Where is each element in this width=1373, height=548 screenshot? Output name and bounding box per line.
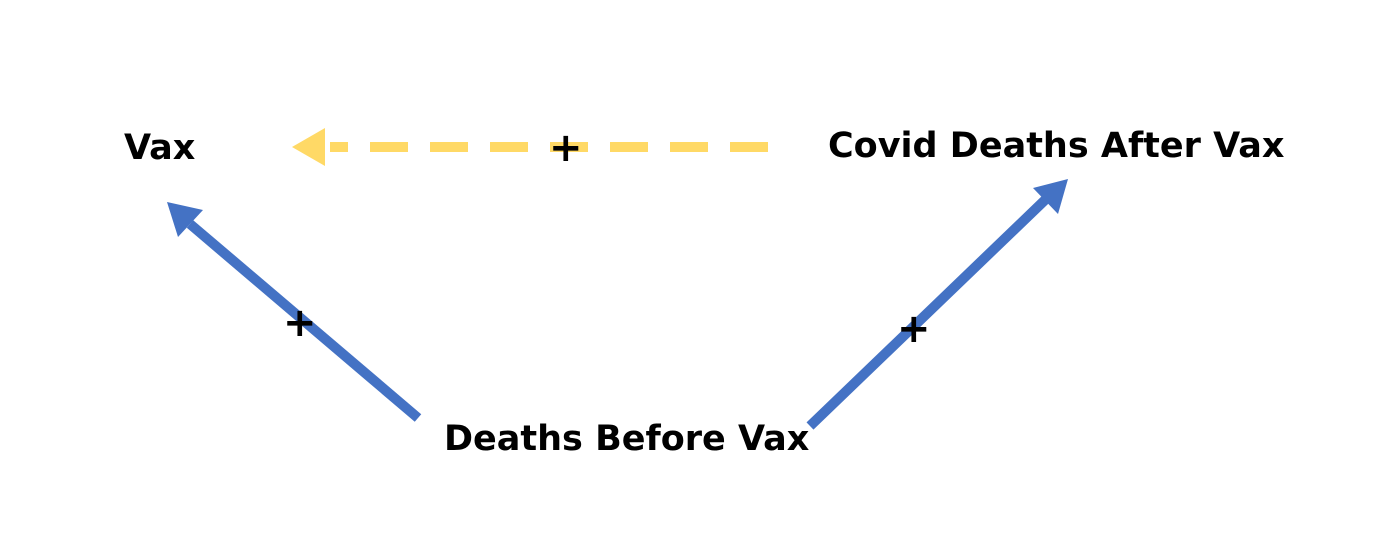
arrow-before-to-covid-head [1033, 179, 1068, 214]
arrow-before-to-vax [167, 202, 422, 422]
edge-sign-before-to-covid: + [897, 306, 931, 352]
arrow-covid-to-vax [292, 128, 768, 166]
arrow-before-to-vax-head [167, 202, 203, 237]
node-covid-deaths-after-vax: Covid Deaths After Vax [828, 126, 1285, 166]
node-vax: Vax [124, 128, 196, 168]
node-deaths-before-vax: Deaths Before Vax [444, 419, 810, 459]
arrow-before-to-covid-shaft [806, 196, 1049, 430]
arrow-before-to-vax-shaft [186, 220, 422, 422]
edge-sign-covid-to-vax: + [549, 125, 583, 171]
arrow-before-to-covid [806, 179, 1068, 430]
edge-sign-before-to-vax: + [283, 300, 317, 346]
arrow-covid-to-vax-head [292, 128, 325, 166]
